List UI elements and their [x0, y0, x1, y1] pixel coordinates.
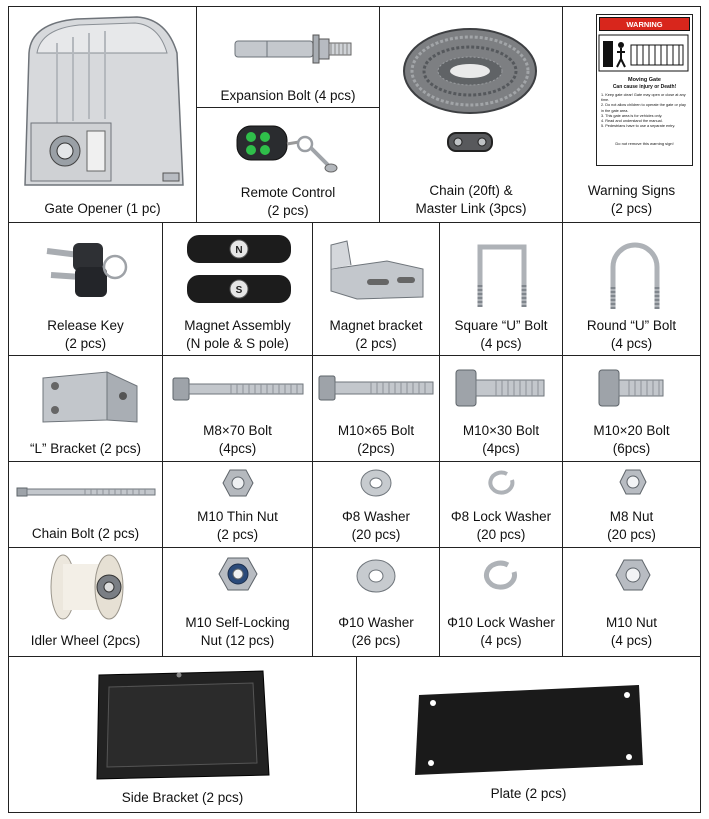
gate-opener-label: Gate Opener (1 pc): [44, 201, 161, 216]
cell-warning-signs: WARNING Moving Gate Can cause injury or …: [562, 6, 701, 223]
cell-idler-wheel: Idler Wheel (2pcs): [8, 547, 163, 657]
magnet-s-letter: S: [236, 285, 243, 296]
cell-remote-control: Remote Control (2 pcs): [196, 107, 380, 223]
plate-label: Plate (2 pcs): [490, 786, 567, 801]
cell-m8x70-bolt: M8×70 Bolt (4pcs): [162, 355, 313, 462]
phi10-lock-washer-image: [484, 560, 520, 592]
gate-hazard-icon: [598, 34, 689, 72]
m10x65-bolt-label: M10×65 Bolt (2pcs): [337, 423, 415, 456]
cell-expansion-bolt: Expansion Bolt (4 pcs): [196, 6, 380, 108]
warning-sign-banner: WARNING: [599, 17, 690, 31]
l-bracket-label: “L” Bracket (2 pcs): [29, 441, 142, 456]
cell-plate: Plate (2 pcs): [356, 656, 701, 813]
magnet-bracket-image: [327, 239, 427, 303]
cell-m8-nut: M8 Nut (20 pcs): [562, 461, 701, 548]
m10x65-bolt-image: [317, 372, 437, 404]
m8-nut-label: M8 Nut (20 pcs): [607, 509, 656, 542]
chain-label: Chain (20ft) & Master Link (3pcs): [415, 183, 527, 216]
m8x70-bolt-label: M8×70 Bolt (4pcs): [203, 423, 272, 456]
cell-magnet-bracket: Magnet bracket (2 pcs): [312, 222, 440, 356]
m10-thin-nut-label: M10 Thin Nut (2 pcs): [197, 509, 278, 542]
phi8-washer-image: [359, 468, 393, 498]
cell-phi8-lock-washer: Φ8 Lock Washer (20 pcs): [439, 461, 563, 548]
m10-self-locking-nut-label: M10 Self-Locking Nut (12 pcs): [185, 615, 290, 648]
cell-chain: Chain (20ft) & Master Link (3pcs): [379, 6, 563, 223]
round-u-bolt-label: Round “U” Bolt (4 pcs): [586, 318, 677, 351]
cell-m10-thin-nut: M10 Thin Nut (2 pcs): [162, 461, 313, 548]
idler-wheel-label: Idler Wheel (2pcs): [30, 633, 141, 648]
m10x30-bolt-image: [454, 368, 548, 408]
release-key-image: [39, 233, 139, 303]
round-u-bolt-image: [605, 239, 665, 311]
cell-m10x65-bolt: M10×65 Bolt (2pcs): [312, 355, 440, 462]
magnet-bracket-label: Magnet bracket (2 pcs): [329, 318, 423, 351]
idler-wheel-image: [49, 552, 125, 622]
release-key-label: Release Key (2 pcs): [47, 318, 124, 351]
cell-m10x20-bolt: M10×20 Bolt (6pcs): [562, 355, 701, 462]
l-bracket-image: [33, 364, 143, 426]
phi8-lock-washer-label: Φ8 Lock Washer (20 pcs): [450, 509, 552, 542]
cell-release-key: Release Key (2 pcs): [8, 222, 163, 356]
cell-round-u-bolt: Round “U” Bolt (4 pcs): [562, 222, 701, 356]
chain-bolt-image: [15, 484, 159, 500]
cell-m10-nut: M10 Nut (4 pcs): [562, 547, 701, 657]
m10-self-locking-nut-image: [218, 556, 258, 592]
remote-control-image: [233, 118, 343, 178]
side-bracket-label: Side Bracket (2 pcs): [121, 790, 244, 805]
square-u-bolt-label: Square “U” Bolt (4 pcs): [454, 318, 548, 351]
plate-image: [413, 683, 645, 777]
chain-image: [398, 21, 548, 171]
cell-phi10-lock-washer: Φ10 Lock Washer (4 pcs): [439, 547, 563, 657]
warning-sign-footer: Do not remove this warning sign!: [615, 141, 674, 146]
cell-phi8-washer: Φ8 Washer (20 pcs): [312, 461, 440, 548]
magnet-assembly-image: N S: [183, 231, 295, 307]
side-bracket-image: [93, 665, 273, 783]
warning-sign-image: WARNING Moving Gate Can cause injury or …: [596, 14, 693, 166]
phi10-lock-washer-label: Φ10 Lock Washer (4 pcs): [447, 615, 555, 648]
warning-sign-subheading: Can cause injury or Death!: [612, 84, 677, 90]
cell-m10x30-bolt: M10×30 Bolt (4pcs): [439, 355, 563, 462]
expansion-bolt-image: [227, 29, 357, 69]
warning-sign-rules: 1. Keep gate clear! Gate may open or clo…: [601, 93, 686, 129]
m10-nut-label: M10 Nut (4 pcs): [605, 615, 658, 648]
magnet-assembly-label: Magnet Assembly (N pole & S pole): [184, 318, 291, 351]
gate-opener-image: [17, 13, 187, 193]
cell-side-bracket: Side Bracket (2 pcs): [8, 656, 357, 813]
cell-gate-opener: Gate Opener (1 pc): [8, 6, 197, 223]
remote-control-label: Remote Control (2 pcs): [240, 185, 336, 218]
magnet-n-letter: N: [235, 245, 242, 256]
m8-nut-image: [619, 468, 647, 496]
m10x30-bolt-label: M10×30 Bolt (4pcs): [462, 423, 540, 456]
cell-phi10-washer: Φ10 Washer (26 pcs): [312, 547, 440, 657]
square-u-bolt-image: [472, 241, 532, 311]
phi10-washer-image: [355, 558, 397, 594]
warning-signs-label: Warning Signs (2 pcs): [587, 183, 676, 216]
warning-sign-heading: Moving Gate: [627, 77, 661, 83]
m8x70-bolt-image: [171, 374, 307, 404]
cell-square-u-bolt: Square “U” Bolt (4 pcs): [439, 222, 563, 356]
phi8-washer-label: Φ8 Washer (20 pcs): [341, 509, 411, 542]
m10x20-bolt-image: [597, 368, 667, 408]
m10x20-bolt-label: M10×20 Bolt (6pcs): [593, 423, 670, 456]
cell-chain-bolt: Chain Bolt (2 pcs): [8, 461, 163, 548]
cell-l-bracket: “L” Bracket (2 pcs): [8, 355, 163, 462]
phi8-lock-washer-image: [487, 470, 517, 496]
cell-magnet-assembly: N S Magnet Assembly (N pole & S pole): [162, 222, 313, 356]
m10-nut-image: [615, 558, 651, 592]
m10-thin-nut-image: [222, 468, 254, 498]
chain-bolt-label: Chain Bolt (2 pcs): [31, 526, 140, 541]
expansion-bolt-label: Expansion Bolt (4 pcs): [220, 88, 356, 103]
phi10-washer-label: Φ10 Washer (26 pcs): [338, 615, 414, 648]
cell-m10-self-locking-nut: M10 Self-Locking Nut (12 pcs): [162, 547, 313, 657]
